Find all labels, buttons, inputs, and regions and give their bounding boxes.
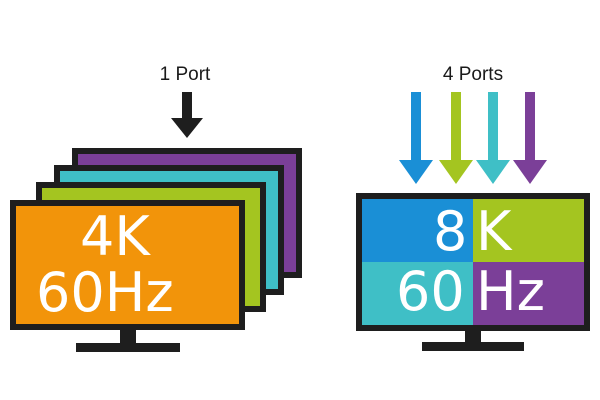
quadrant-green (473, 199, 584, 262)
resolution-4k-text: 4K (80, 205, 150, 268)
four-port-arrows-icon (399, 92, 547, 184)
four-ports-label: 4 Ports (442, 64, 504, 85)
one-port-label: 1 Port (159, 64, 211, 85)
arrow-green-icon (439, 92, 473, 184)
left-monitor-stand (120, 330, 136, 344)
refresh-hz-text: Hz (476, 260, 545, 323)
resolution-k-text: K (476, 200, 512, 263)
right-monitor-stand (465, 331, 481, 343)
quadrant-blue (362, 199, 473, 262)
right-monitor-base (422, 342, 524, 351)
refresh-60-text: 60 (396, 260, 465, 323)
arrow-teal-icon (476, 92, 510, 184)
arrow-purple-icon (513, 92, 547, 184)
main-screen-8k (356, 193, 590, 331)
refresh-60hz-text-left: 60Hz (36, 261, 174, 324)
main-screen-4k (10, 200, 245, 330)
quadrant-teal (362, 262, 473, 325)
resolution-8-text: 8 (433, 200, 468, 263)
left-monitor-base (76, 343, 180, 352)
arrow-blue-icon (399, 92, 433, 184)
single-port-arrow-icon (171, 92, 203, 138)
quadrant-purple (473, 262, 584, 325)
